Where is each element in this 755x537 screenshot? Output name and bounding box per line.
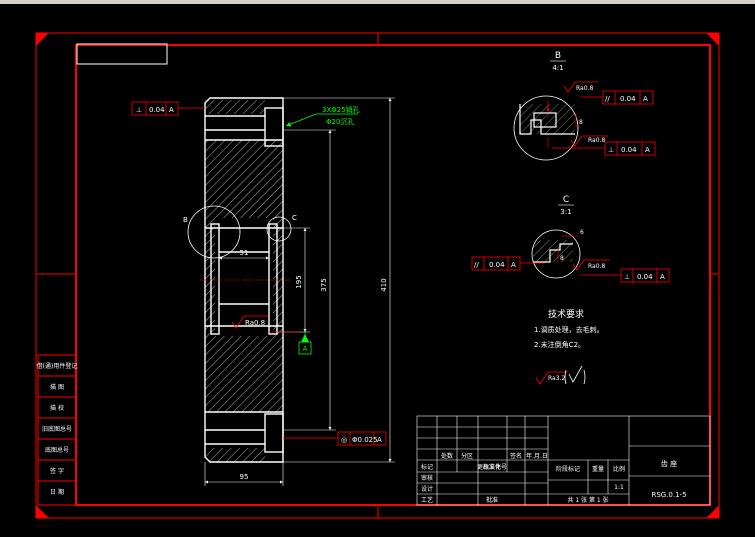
detail-b-view: B 4:1 8 Ra0.8 Ra0.8 (513, 51, 608, 161)
tech-req-item: 2.未注倒角C2。 (534, 340, 585, 349)
main-section-view: B C (183, 97, 297, 463)
tb-header: 分区 (461, 452, 473, 460)
fcf-value: 0.04 (637, 273, 653, 281)
side-label: 描 图 (50, 383, 64, 391)
detail-c-dim-top: 6 (580, 229, 584, 236)
title-block (416, 415, 711, 506)
dim-outer-diameter: 410 (380, 278, 388, 291)
tb-header: 签名 (510, 452, 522, 460)
side-label: 日 期 (50, 488, 64, 496)
fcf-datum: A (169, 106, 174, 114)
tb-drawing-no: RSG.0.1-5 (651, 491, 686, 499)
fcf-symbol: ⊥ (136, 106, 142, 114)
detail-c-finish: Ra0.8 (588, 263, 605, 270)
tb-approver: 批准 (486, 496, 498, 504)
fcf-value: Φ0.025 (352, 436, 378, 444)
pin-hole-callout: 3XΦ25销孔 Φ20沉孔 (285, 105, 360, 127)
tech-requirements: 技术要求 1.调质处理，去毛刺。 2.未注倒角C2。 (534, 308, 604, 349)
side-label: 旧底图总号 (42, 425, 72, 433)
tb-designer: 设计 (421, 485, 433, 493)
detail-b-title: B (555, 51, 561, 61)
datum-label: A (303, 345, 308, 353)
detail-b-finish-2: Ra0.8 (588, 137, 605, 144)
side-labels: 借(通)用件登记 描 图 描 校 旧底图总号 底图总号 签 字 日 期 (37, 362, 78, 496)
tb-weight-label: 重量 (592, 465, 604, 473)
detail-c-title: C (563, 195, 569, 205)
tb-header: 年.月.日 (526, 452, 548, 460)
detail-b-dim: 8 (579, 119, 583, 126)
side-label: 借(通)用件登记 (37, 362, 78, 370)
tb-scale-value: 1:1 (614, 484, 624, 491)
title-block-text: 标记 处数 分区 更改文件号 签名 年.月.日 设计 标准化 审核 工艺 批准 … (421, 452, 687, 504)
tech-req-item: 1.调质处理，去毛刺。 (534, 325, 604, 334)
tb-part-name: 齿 座 (661, 459, 677, 468)
callout-line-2: Φ20沉孔 (326, 118, 354, 126)
main-dimensions (204, 97, 395, 486)
tb-scale-label: 比例 (613, 465, 625, 473)
datum-a-symbol: A (298, 332, 312, 355)
tb-process: 工艺 (421, 496, 433, 504)
detail-b-scale: 4:1 (552, 64, 563, 72)
fcf-value: 0.04 (489, 261, 505, 269)
fcf-value: 0.04 (621, 146, 637, 154)
drawing-number-box (76, 43, 168, 65)
main-dimension-values: 410 375 195 51 95 (240, 249, 388, 481)
callout-line-1: 3XΦ25销孔 (322, 105, 360, 114)
tech-req-title: 技术要求 (548, 308, 584, 320)
fcf-main-runout (283, 431, 387, 446)
general-finish-label: Ra3.2 (548, 375, 565, 382)
detail-c-dim-side: 8 (560, 255, 564, 262)
dim-middle-diameter: 375 (320, 278, 328, 291)
tb-header: 更改文件号 (477, 463, 507, 471)
fcf-c-parallel (471, 256, 545, 271)
fcf-b-parallel (580, 90, 654, 105)
window-frame-top (0, 0, 755, 4)
main-surface-finish: Ra0.8 (231, 315, 300, 333)
fcf-symbol: ⊥ (608, 146, 614, 154)
detail-c-marker: C (292, 214, 297, 222)
fcf-datum: A (377, 436, 382, 444)
tb-checker: 审核 (421, 474, 433, 482)
dim-thickness: 95 (240, 473, 249, 481)
detail-c-view: C 3:1 6 8 Ra0.8 (531, 195, 610, 279)
fcf-symbol: // (474, 261, 479, 269)
detail-c-scale: 3:1 (560, 208, 571, 216)
fcf-datum: A (511, 261, 516, 269)
fcf-datum: A (645, 146, 650, 154)
fcf-value: 0.04 (620, 95, 636, 103)
side-label: 描 校 (50, 404, 64, 412)
fcf-symbol: // (605, 95, 610, 103)
fcf-datum: A (643, 95, 648, 103)
dim-inner-diameter: 195 (295, 275, 303, 288)
fcf-c-perpendicular (580, 268, 670, 283)
tb-header: 处数 (441, 452, 453, 460)
fcf-value: 0.04 (149, 106, 165, 114)
detail-b-marker: B (183, 216, 188, 224)
fcf-symbol: ◎ (341, 436, 347, 444)
fcf-b-perpendicular (552, 141, 656, 156)
tb-header: 标记 (421, 463, 433, 471)
sheet-border (35, 32, 720, 519)
general-surface-finish: Ra3.2 (535, 365, 586, 385)
tb-standardization: 标准化 (483, 463, 501, 471)
tb-sheets: 共 1 张 第 1 张 (567, 496, 608, 504)
fcf-symbol: ⊥ (624, 273, 630, 281)
side-label: 底图总号 (45, 446, 69, 454)
fcf-datum: A (660, 273, 665, 281)
fcf-main-perpendicularity (131, 101, 205, 116)
dim-groove-width: 51 (240, 249, 249, 257)
side-label: 签 字 (50, 467, 64, 475)
side-label-columns (37, 354, 77, 506)
finish-label: Ra0.8 (245, 319, 265, 327)
tb-stage-label: 阶段标记 (556, 465, 580, 473)
detail-b-finish-1: Ra0.8 (576, 85, 593, 92)
